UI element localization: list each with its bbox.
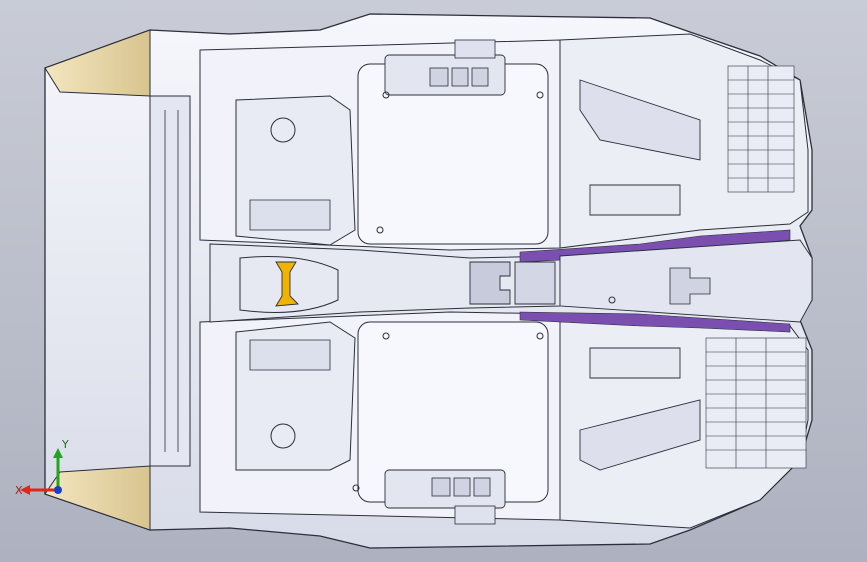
grille-upper	[727, 65, 795, 193]
left-rail	[149, 95, 191, 467]
purple-rib-lower	[519, 311, 791, 333]
z-axis	[54, 486, 62, 494]
yellow-clip	[275, 261, 299, 307]
top-tip	[44, 29, 151, 97]
x-axis-label: X	[15, 484, 23, 497]
grille-lower	[705, 337, 807, 469]
axis-triad: X Y	[15, 438, 69, 497]
y-axis-label: Y	[61, 438, 69, 451]
